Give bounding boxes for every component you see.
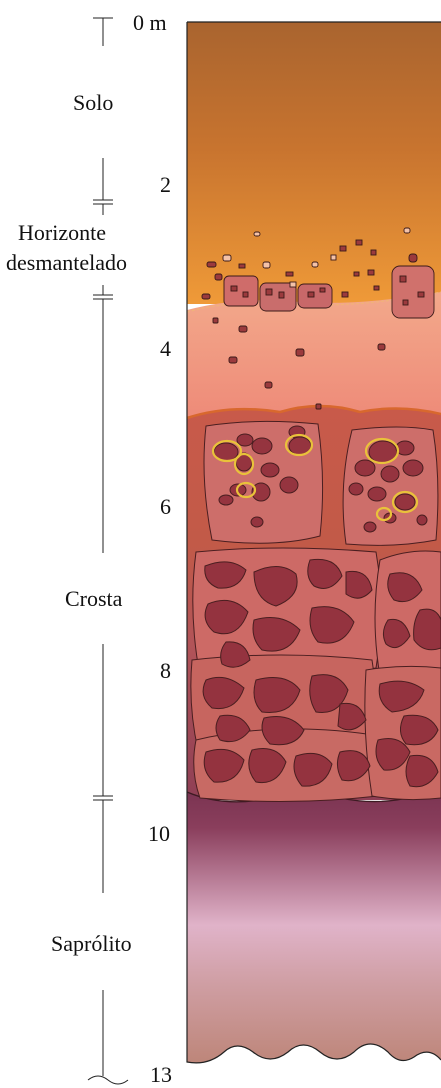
depth-label-6: 6 (160, 496, 171, 518)
layer-label-saprolito: Saprólito (51, 933, 132, 955)
fragment-block (298, 284, 332, 308)
depth-label-13: 13 (150, 1064, 172, 1086)
depth-label-10: 10 (148, 823, 170, 845)
depth-label-0: 0 m (133, 12, 167, 34)
depth-label-4: 4 (160, 338, 171, 360)
depth-label-2: 2 (160, 174, 171, 196)
depth-scale (88, 18, 128, 1084)
fragment-block (392, 266, 434, 318)
fragment-block (224, 276, 258, 306)
layer-label-crosta: Crosta (65, 588, 122, 610)
layer-label-desmantelado: desmantelado (6, 252, 127, 274)
layer-label-horizonte: Horizonte (18, 222, 106, 244)
saprolite-layer (187, 792, 441, 1088)
profile-column (187, 22, 441, 1088)
depth-label-8: 8 (160, 660, 171, 682)
layer-label-solo: Solo (73, 92, 113, 114)
crust-lower-blocks (191, 548, 441, 802)
